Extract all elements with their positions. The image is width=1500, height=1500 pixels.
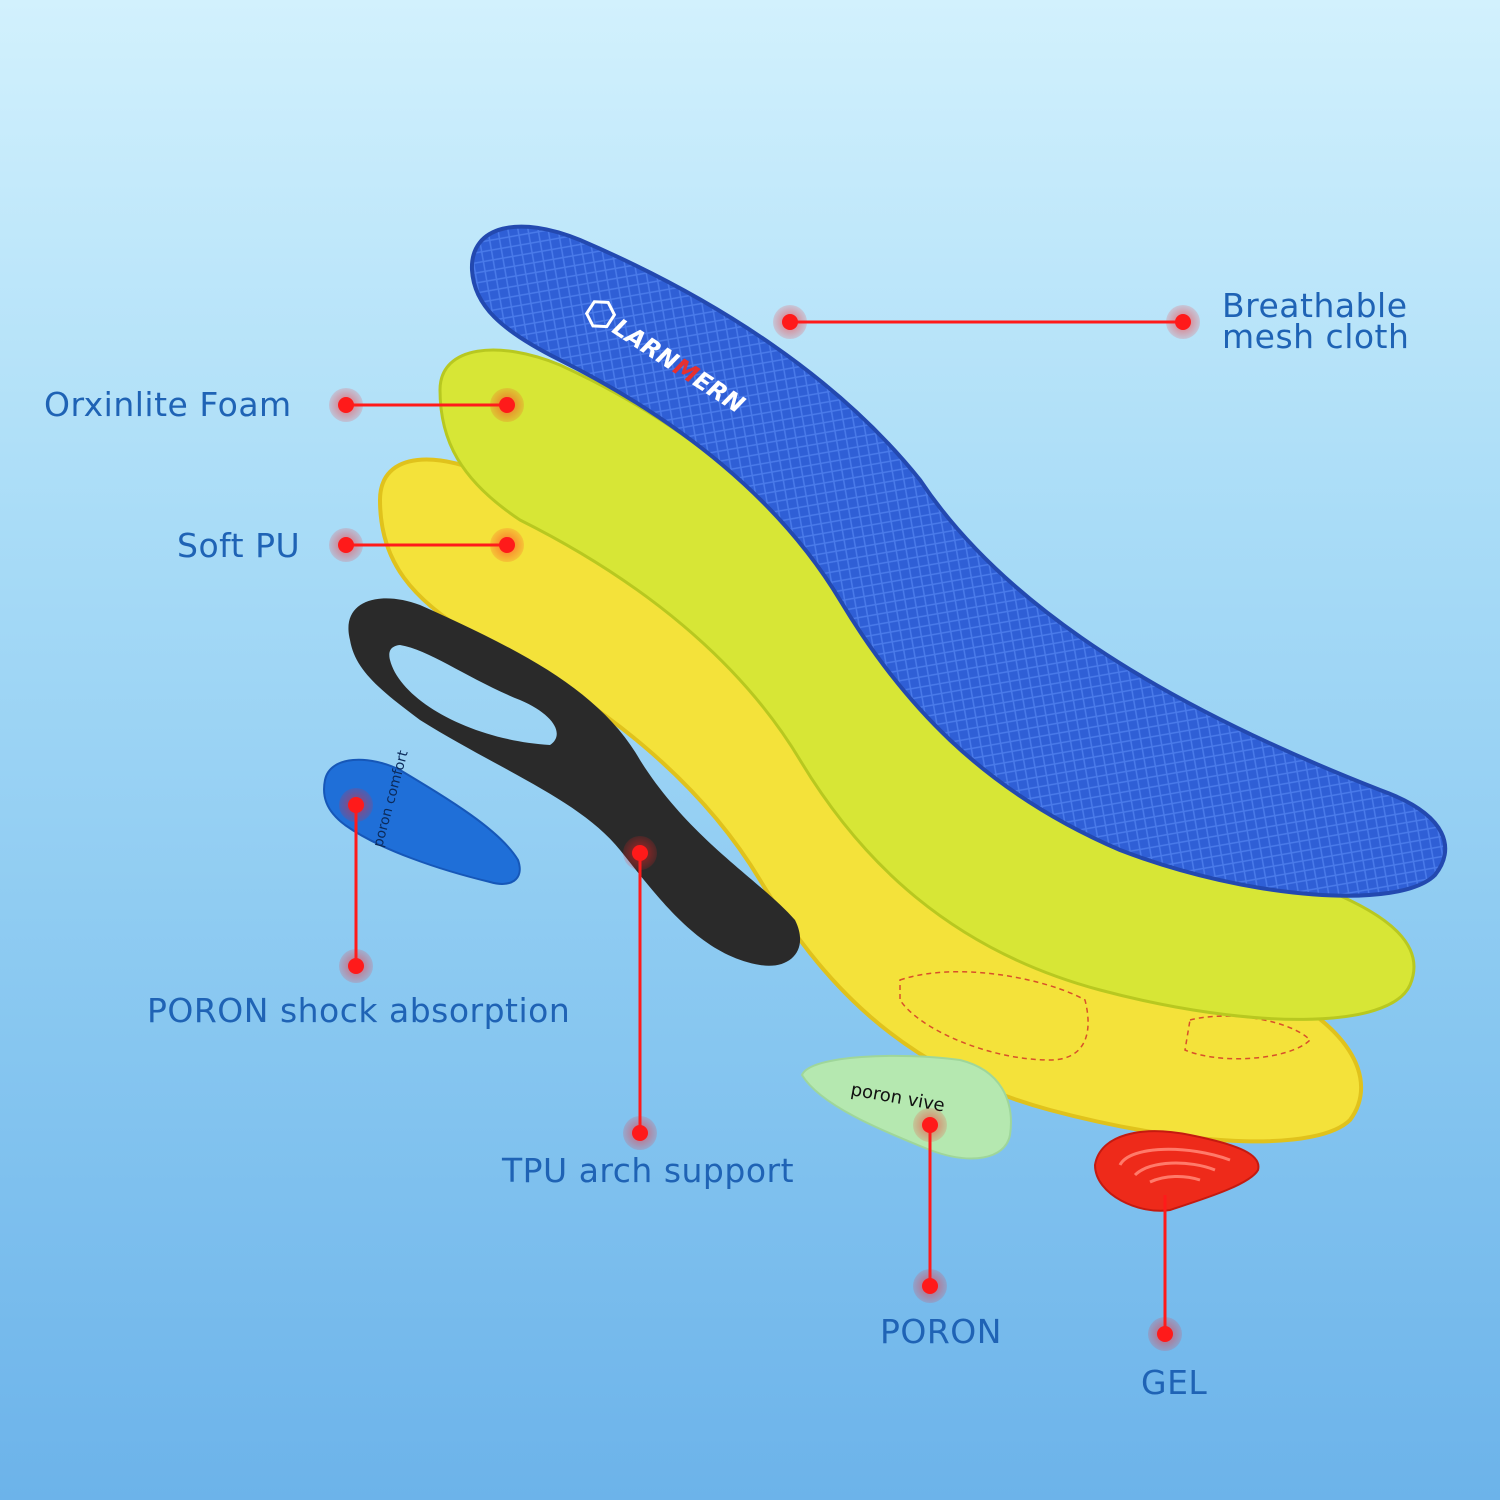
- gel-pad: [1093, 1130, 1260, 1212]
- breathable-mesh-layer: [469, 224, 1448, 898]
- label-soft-pu: Soft PU: [177, 526, 301, 565]
- label-poron-shock: PORON shock absorption: [147, 991, 571, 1030]
- callout-markers: [329, 305, 1200, 1351]
- label-tpu-arch: TPU arch support: [502, 1151, 795, 1190]
- label-mesh-line2: mesh cloth: [1222, 317, 1410, 356]
- tpu-arch-support: [348, 598, 801, 966]
- label-breathable-mesh: Breathable mesh cloth: [1222, 286, 1410, 356]
- poron-forefoot-pad: [800, 1054, 1012, 1160]
- poron-heel-pad: [323, 758, 521, 885]
- callout-lines: [346, 320, 1183, 1334]
- label-orxinlite-foam: Orxinlite Foam: [44, 385, 292, 424]
- label-mesh-line1: Breathable: [1222, 286, 1408, 325]
- label-poron: PORON: [880, 1312, 1002, 1351]
- label-gel: GEL: [1141, 1363, 1208, 1402]
- gel-ridges: [1118, 1147, 1231, 1184]
